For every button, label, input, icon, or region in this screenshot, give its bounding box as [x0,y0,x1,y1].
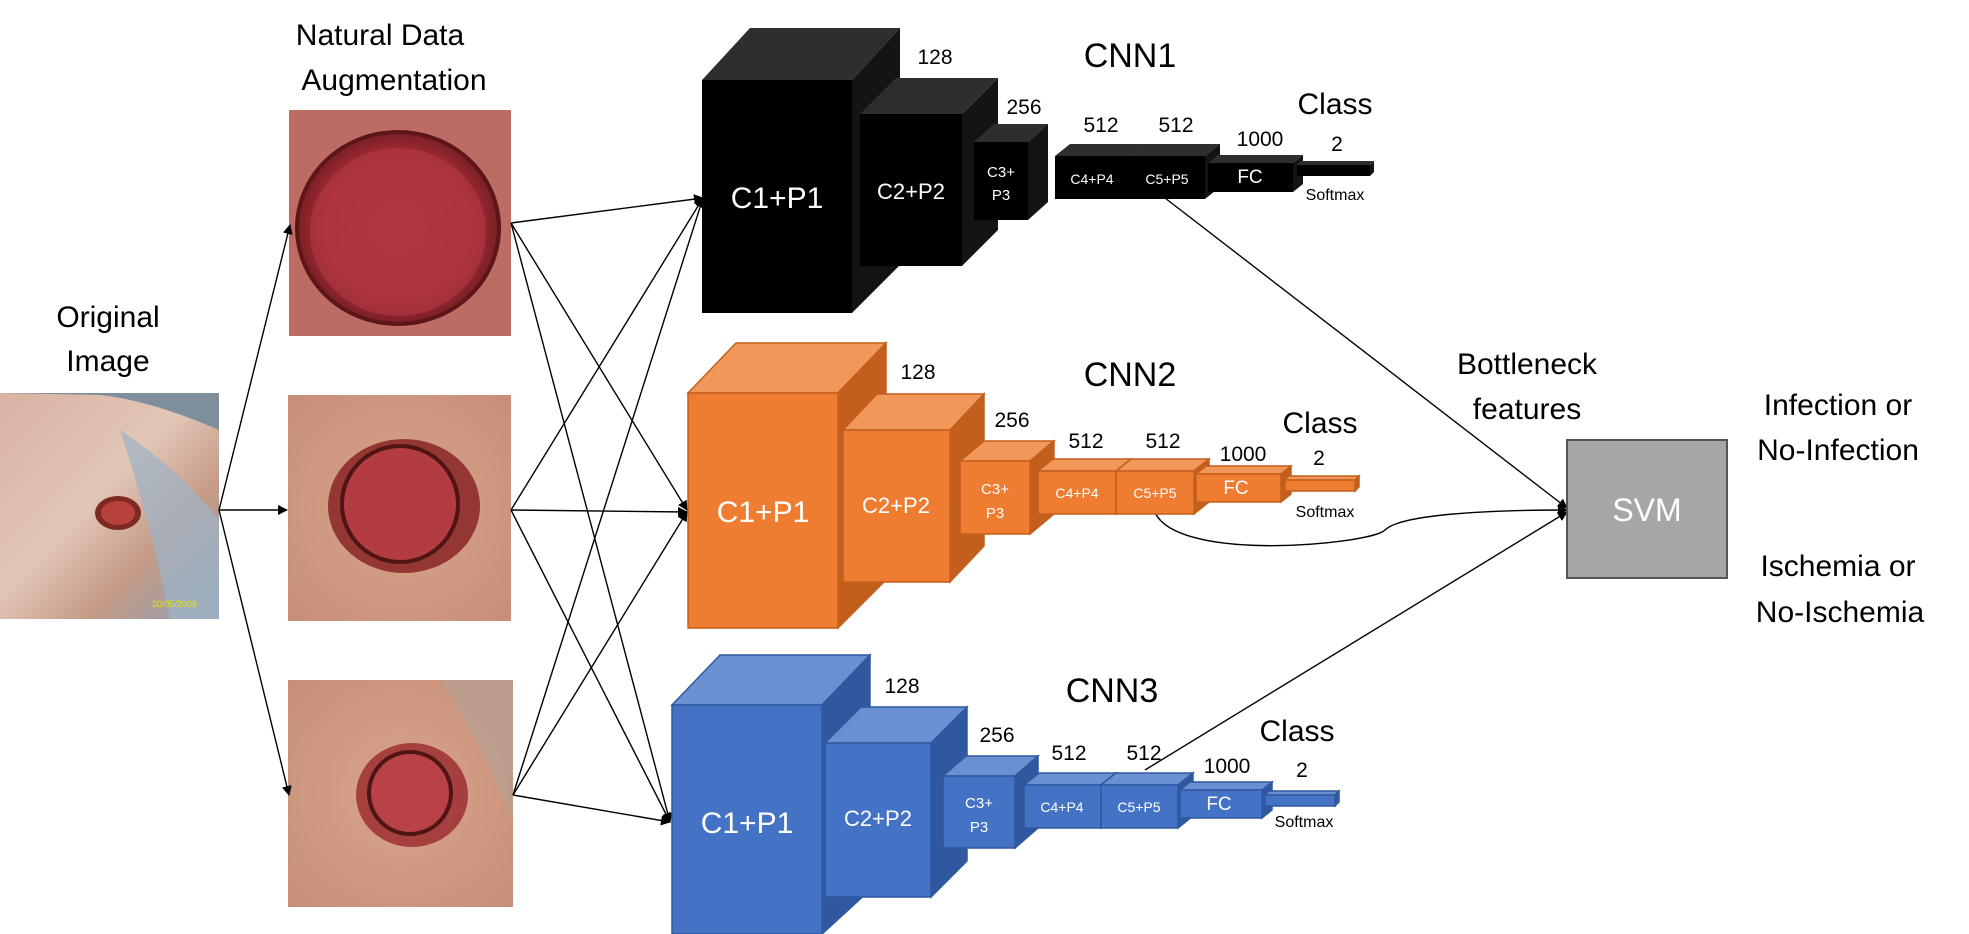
cnn2-network: C1+P1 C2+P2 C3+ P3 C4+P4 C5+P5 [686,341,1361,630]
cnn2-block-c2p2: C2+P2 [841,392,986,584]
cnn1-block-c5p5: C5+P5 [1130,144,1220,199]
cnn2-dim-512a: 512 [1068,430,1103,453]
bottleneck-label-line1: Bottleneck [1457,348,1598,381]
cnn1-block-c4p4-label: C4+P4 [1070,171,1113,187]
cnn2-softmax-label: Softmax [1296,504,1355,521]
svm-label: SVM [1612,492,1681,528]
augmentation-title-line1: Natural Data [296,19,465,52]
cnn3-block-c5p5-label: C5+P5 [1117,799,1160,815]
cnn3-block-c3p3-label-line2: P3 [970,819,988,836]
arrow-aug3-to-cnn1 [512,197,706,796]
cnn2-name: CNN2 [1084,356,1177,394]
cnn2-block-c5p5: C5+P5 [1113,457,1212,516]
cnn2-block-c3p3-label-line1: C3+ [981,481,1009,498]
cnn3-dim-512b: 512 [1126,742,1161,765]
output-ischemia-line2: No-Ischemia [1756,596,1925,629]
arrow-cnn2-to-svm [1152,504,1568,547]
cnn1-network: C1+P1 C2+P2 C3+ P3 C4+P4 C5+P5 [702,28,1374,313]
cnn2-block-c2p2-label: C2+P2 [862,493,930,518]
cnn2-block-c3p3-label-line2: P3 [986,505,1004,522]
cnn3-block-c2p2-label: C2+P2 [844,806,912,831]
cnn3-dim-1000: 1000 [1204,755,1251,778]
bottleneck-label-line2: features [1473,393,1581,426]
cnn3-dim-2: 2 [1296,759,1308,782]
cnn1-block-c5p5-label: C5+P5 [1145,171,1188,187]
augmented-image-1 [289,110,511,336]
augmented-image-2 [288,395,511,621]
cnn3-block-c2p2: C2+P2 [823,705,969,899]
original-date-stamp: 20/05/2008 [152,599,197,609]
cnn2-dim-128: 128 [900,361,935,384]
cnn3-block-c3p3-label-line1: C3+ [965,795,993,812]
cnn2-block-c5p5-label: C5+P5 [1133,485,1176,501]
arrow-aug3-to-cnn3 [512,794,671,826]
cnn1-block-c1p1-label: C1+P1 [731,182,824,215]
arrow-aug3-to-cnn2 [512,511,688,796]
cnn1-dim-512a: 512 [1083,114,1118,137]
cnn3-dim-512a: 512 [1051,742,1086,765]
cnn3-class-label: Class [1259,715,1334,748]
cnn2-block-c1p1-label: C1+P1 [717,496,810,529]
cnn1-dim-256: 256 [1006,96,1041,119]
arrow-aug1-to-cnn1 [510,194,704,224]
cnn1-block-fc-label: FC [1237,167,1262,188]
cnn2-block-softmax [1283,474,1361,493]
original-title-line1: Original [56,301,159,334]
cnn3-block-fc: FC [1177,780,1275,820]
cnn2-dim-512b: 512 [1145,430,1180,453]
cnn3-block-fc-label: FC [1206,794,1231,815]
arrow-aug2-to-cnn2 [510,506,688,517]
cnn3-block-c5p5: C5+P5 [1098,771,1196,830]
cnn3-name: CNN3 [1066,672,1159,710]
cnn1-dim-1000: 1000 [1237,128,1284,151]
cnn2-class-label: Class [1282,407,1357,440]
cnn2-dim-1000: 1000 [1220,443,1267,466]
cnn1-block-c3p3-label-line2: P3 [992,187,1010,204]
cnn2-block-c1p1: C1+P1 [686,341,888,630]
original-title-line2: Image [66,345,149,378]
svm-box: SVM [1566,439,1728,579]
cnn3-block-softmax [1263,789,1341,808]
cnn1-block-softmax [1297,161,1374,176]
arrow-aug2-to-cnn3 [510,509,671,823]
connections [218,194,1568,826]
output-ischemia-line1: Ischemia or [1760,550,1915,583]
augmented-image-3 [288,680,513,907]
cnn1-block-c3p3-label-line1: C3+ [987,164,1015,181]
arrow-original-to-aug1 [218,224,293,511]
cnn1-class-label: Class [1297,88,1372,121]
cnn1-block-c2p2-label: C2+P2 [877,179,945,204]
cnn1-block-c3p3: C3+ P3 [974,124,1048,220]
cnn2-dim-2: 2 [1313,447,1325,470]
cnn2-dim-256: 256 [994,409,1029,432]
cnn3-dim-128: 128 [884,675,919,698]
cnn1-block-fc: FC [1208,155,1303,192]
cnn2-block-fc: FC [1193,464,1294,504]
cnn3-softmax-label: Softmax [1275,814,1334,831]
arrow-aug2-to-cnn1 [510,197,704,511]
cnn3-dim-256: 256 [979,724,1014,747]
cnn3-block-c4p4-label: C4+P4 [1040,799,1083,815]
cnn1-softmax-label: Softmax [1306,187,1365,204]
arrow-aug1-to-cnn3 [510,222,673,823]
original-wound-image: 20/05/2008 [0,393,219,619]
cnn3-block-c1p1-label: C1+P1 [701,807,794,840]
arrow-cnn3-to-svm [1144,511,1568,771]
output-infection-line2: No-Infection [1757,434,1919,467]
cnn1-dim-512b: 512 [1158,114,1193,137]
cnn2-block-fc-label: FC [1223,478,1248,499]
augmentation-title-line2: Augmentation [301,64,486,97]
cnn3-network: C1+P1 C2+P2 C3+ P3 C4+P4 C5+P5 [670,653,1341,934]
cnn1-dim-2: 2 [1331,133,1343,156]
output-infection-line1: Infection or [1764,389,1912,422]
arrow-cnn1-to-svm [1164,197,1568,509]
cnn1-dim-128: 128 [917,46,952,69]
arrow-original-to-aug3 [218,509,292,796]
cnn1-name: CNN1 [1084,37,1177,75]
cnn2-block-c4p4-label: C4+P4 [1055,485,1098,501]
